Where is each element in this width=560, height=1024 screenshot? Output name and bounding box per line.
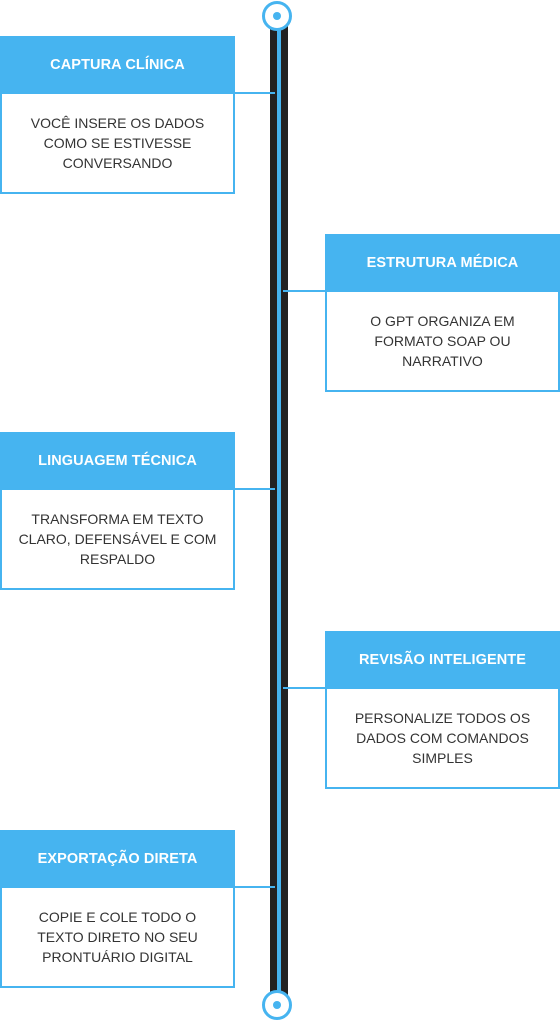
step-description: O GPT ORGANIZA EM FORMATO SOAP OU NARRAT… — [325, 292, 560, 392]
step-description: COPIE E COLE TODO O TEXTO DIRETO NO SEU … — [0, 888, 235, 988]
step-description: PERSONALIZE TODOS OS DADOS COM COMANDOS … — [325, 689, 560, 789]
step-1-connector — [235, 92, 275, 94]
step-3-connector — [235, 488, 275, 490]
step-title: CAPTURA CLÍNICA — [0, 36, 235, 94]
step-description: VOCÊ INSERE OS DADOS COMO SE ESTIVESSE C… — [0, 94, 235, 194]
step-title: LINGUAGEM TÉCNICA — [0, 432, 235, 490]
step-description: TRANSFORMA EM TEXTO CLARO, DEFENSÁVEL E … — [0, 490, 235, 590]
timeline-step-5: EXPORTAÇÃO DIRETA COPIE E COLE TODO O TE… — [0, 830, 235, 988]
timeline-step-3: LINGUAGEM TÉCNICA TRANSFORMA EM TEXTO CL… — [0, 432, 235, 590]
step-title: EXPORTAÇÃO DIRETA — [0, 830, 235, 888]
timeline-step-4: REVISÃO INTELIGENTE PERSONALIZE TODOS OS… — [325, 631, 560, 789]
step-title: ESTRUTURA MÉDICA — [325, 234, 560, 292]
timeline-step-1: CAPTURA CLÍNICA VOCÊ INSERE OS DADOS COM… — [0, 36, 235, 194]
timeline-step-2: ESTRUTURA MÉDICA O GPT ORGANIZA EM FORMA… — [325, 234, 560, 392]
step-2-connector — [283, 290, 325, 292]
step-5-connector — [235, 886, 275, 888]
timeline-end-node-icon — [262, 990, 292, 1020]
timeline-spine-highlight — [277, 16, 281, 1004]
step-title: REVISÃO INTELIGENTE — [325, 631, 560, 689]
timeline-start-node-icon — [262, 1, 292, 31]
step-4-connector — [283, 687, 325, 689]
